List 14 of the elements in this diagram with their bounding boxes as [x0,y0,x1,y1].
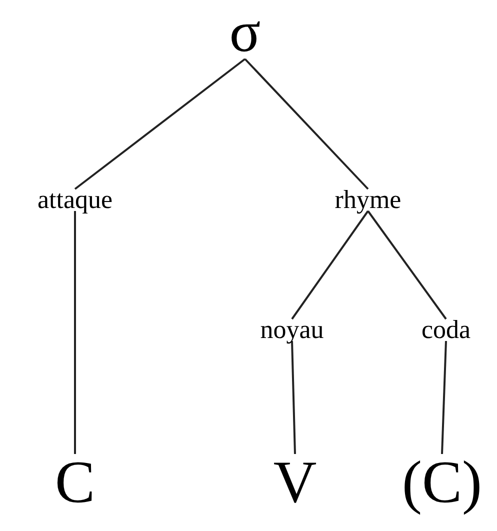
tree-branch [367,210,447,320]
tree-branch [244,58,369,190]
tree-symbol: C [54,452,96,512]
tree-branch [441,340,447,454]
tree-label: noyau [260,317,324,343]
tree-label: coda [421,317,471,343]
tree-branch [74,211,76,454]
tree-branch [74,58,246,190]
tree-label: rhyme [334,187,402,213]
tree-label: attaque [37,187,113,213]
tree-symbol: σ [229,3,261,61]
tree-symbol: V [273,452,317,512]
tree-branch [291,340,296,454]
tree-branch [291,210,369,320]
